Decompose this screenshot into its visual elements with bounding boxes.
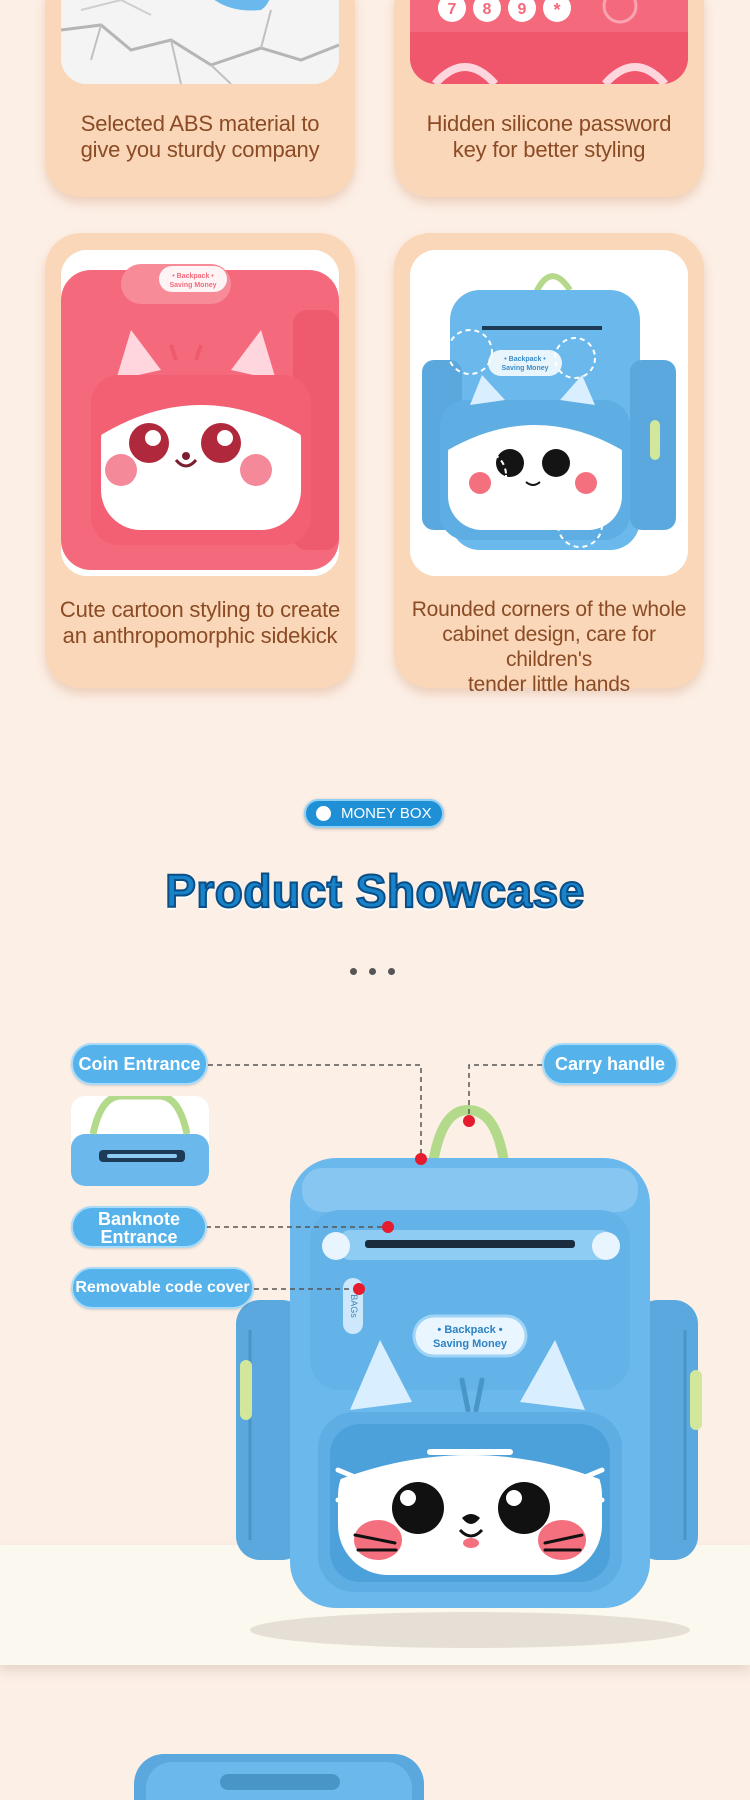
pink-backpack-image: • Backpack • Saving Money [61, 250, 339, 576]
feature-card-password-key: 7 8 9 * Hidden silicone password key for… [394, 0, 704, 197]
feature-card-abs: Selected ABS material to give you sturdy… [45, 0, 355, 197]
callout-removable-code-cover: Removable code cover [71, 1267, 254, 1309]
feature-photo-blue-bag: • Backpack • Saving Money [410, 250, 688, 576]
next-product-preview [134, 1754, 424, 1800]
keypad-buttons: 7 8 9 * [438, 0, 571, 22]
blue-backpack-image: • Backpack • Saving Money [410, 250, 688, 576]
money-box-badge: MONEY BOX [304, 799, 444, 828]
section-title: Product Showcase [164, 864, 585, 918]
product-label: • Backpack • [172, 273, 214, 280]
product-label: Saving Money [169, 282, 216, 289]
feature-caption-rounded-corners: Rounded corners of the whole cabinet des… [411, 598, 687, 696]
callout-label: Removable code cover [75, 1279, 250, 1296]
pin-carry-handle-icon [463, 1115, 475, 1127]
keypad-key: 9 [518, 1, 527, 18]
coin-entrance-inset [71, 1096, 209, 1186]
bag-tag: BAGs [349, 1294, 359, 1318]
keypad-key: 8 [483, 1, 492, 18]
feature-caption-abs: Selected ABS material to give you sturdy… [80, 111, 320, 162]
feature-photo-keypad: 7 8 9 * [410, 0, 688, 84]
pin-banknote-entrance-icon [382, 1221, 394, 1233]
feature-photo-abs [61, 0, 339, 84]
dot-icon [388, 968, 395, 975]
product-label: Saving Money [433, 1338, 508, 1350]
feature-photo-pink-bag: • Backpack • Saving Money [61, 250, 339, 576]
callout-leader-lines [206, 1064, 542, 1295]
callout-coin-entrance: Coin Entrance [71, 1043, 208, 1085]
callout-banknote-entrance: Banknote Entrance [71, 1206, 207, 1248]
cracked-surface-image [61, 0, 339, 84]
dot-icon [369, 968, 376, 975]
badge-dot-icon [316, 806, 331, 821]
callout-label: Carry handle [554, 1054, 666, 1074]
feature-card-cartoon: • Backpack • Saving Money Cute cartoon s… [45, 233, 355, 688]
callout-carry-handle: Carry handle [542, 1043, 678, 1085]
product-label: • Backpack • [504, 356, 546, 363]
badge-label: MONEY BOX [341, 805, 432, 822]
callout-label: Banknote [97, 1209, 180, 1229]
keypad-key: * [553, 0, 560, 20]
product-showcase-image: BAGs • Backpack • Saving Money [236, 1104, 702, 1648]
keypad-key: 7 [448, 1, 457, 18]
feature-card-rounded-corners: • Backpack • Saving Money Rounded corner… [394, 233, 704, 696]
callout-label: Entrance [100, 1227, 178, 1247]
feature-caption-password-key: Hidden silicone password key for better … [426, 111, 672, 162]
ellipsis-dots-icon [350, 968, 395, 975]
dot-icon [350, 968, 357, 975]
pink-keypad-image: 7 8 9 * [410, 0, 688, 84]
feature-caption-cartoon: Cute cartoon styling to create an anthro… [59, 597, 341, 648]
callout-label: Coin Entrance [78, 1054, 201, 1074]
pin-code-cover-icon [353, 1283, 365, 1295]
product-label: Saving Money [501, 365, 548, 372]
pin-coin-entrance-icon [415, 1153, 427, 1165]
product-label: • Backpack • [437, 1324, 502, 1336]
